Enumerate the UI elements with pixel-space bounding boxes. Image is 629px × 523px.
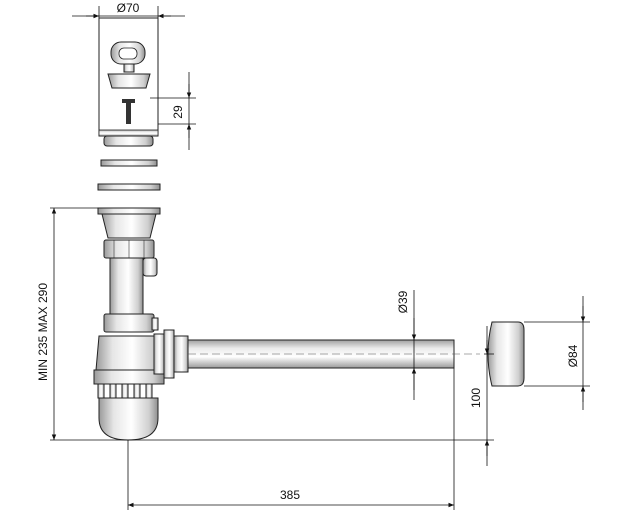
- wall-flange: [487, 321, 525, 387]
- siphon-cup: [98, 397, 159, 441]
- drain-grid: [103, 135, 154, 147]
- dim-outlet-height: 100: [469, 326, 494, 466]
- label-plug-height: 29: [171, 105, 185, 119]
- dim-drain-diameter: Ø70: [72, 1, 185, 19]
- pipe-nut: [163, 329, 175, 379]
- gasket-lower: [97, 183, 161, 191]
- label-drain-diameter: Ø70: [117, 1, 140, 15]
- screw-icon: [126, 100, 131, 124]
- dim-pipe-diameter: Ø39: [396, 290, 417, 400]
- horizontal-pipe-assembly: [153, 329, 480, 379]
- dim-horizontal-length: 385: [128, 368, 455, 510]
- label-horizontal-length: 385: [280, 488, 300, 502]
- bowl-ribs: [97, 383, 153, 399]
- lower-nut: [103, 313, 155, 333]
- dim-height-range: MIN 235 MAX 290: [36, 207, 494, 441]
- drain-plug-detail: [97, 17, 161, 191]
- wall-rosette: [487, 321, 525, 387]
- top-flange: [97, 207, 161, 215]
- label-outlet-height: 100: [469, 388, 483, 408]
- gasket-upper: [100, 159, 158, 167]
- dim-plug-height: 29: [150, 72, 196, 150]
- siphon-body: [93, 207, 165, 510]
- dim-wall-flange-diameter: Ø84: [524, 296, 590, 410]
- siphon-bowl-top: [95, 335, 163, 371]
- overflow-connector: [142, 257, 158, 277]
- label-pipe-diameter: Ø39: [396, 290, 410, 313]
- label-wall-flange-diameter: Ø84: [566, 344, 580, 367]
- plug-stopper: [107, 73, 151, 89]
- vertical-tube: [109, 257, 144, 315]
- label-height-range: MIN 235 MAX 290: [36, 283, 50, 381]
